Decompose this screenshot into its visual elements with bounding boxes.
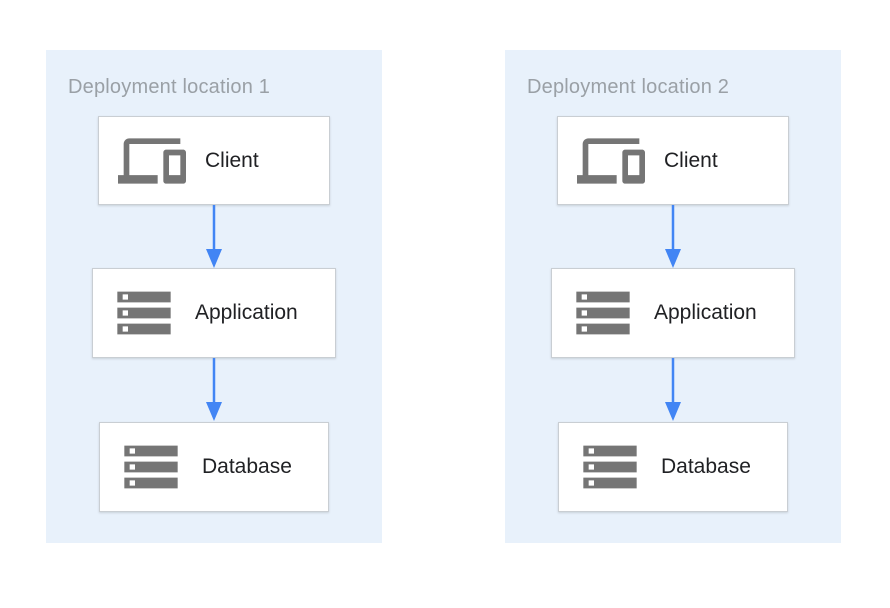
- deployment-location-1-panel: Deployment location 1 Client Application: [46, 50, 382, 543]
- arrow-down-icon: [665, 358, 681, 421]
- node-client: Client: [98, 116, 330, 205]
- devices-icon: [577, 127, 645, 195]
- node-application: Application: [92, 268, 336, 358]
- node-label: Client: [664, 148, 718, 172]
- devices-icon: [118, 127, 186, 195]
- deployment-location-2-panel: Deployment location 2 Client Application: [505, 50, 841, 543]
- server-stack-icon: [112, 281, 176, 345]
- arrow-down-icon: [206, 205, 222, 268]
- arrow-down-icon: [665, 205, 681, 268]
- arrow-down-icon: [206, 358, 222, 421]
- server-stack-icon: [571, 281, 635, 345]
- node-label: Application: [195, 301, 298, 324]
- node-label: Database: [661, 455, 751, 478]
- node-label: Client: [205, 148, 259, 172]
- panel-title: Deployment location 2: [527, 76, 730, 98]
- node-database: Database: [99, 422, 329, 512]
- server-stack-icon: [119, 435, 183, 499]
- node-client: Client: [557, 116, 789, 205]
- panel-title: Deployment location 1: [68, 76, 271, 98]
- node-label: Application: [654, 301, 757, 324]
- node-label: Database: [202, 455, 292, 478]
- node-application: Application: [551, 268, 795, 358]
- server-stack-icon: [578, 435, 642, 499]
- node-database: Database: [558, 422, 788, 512]
